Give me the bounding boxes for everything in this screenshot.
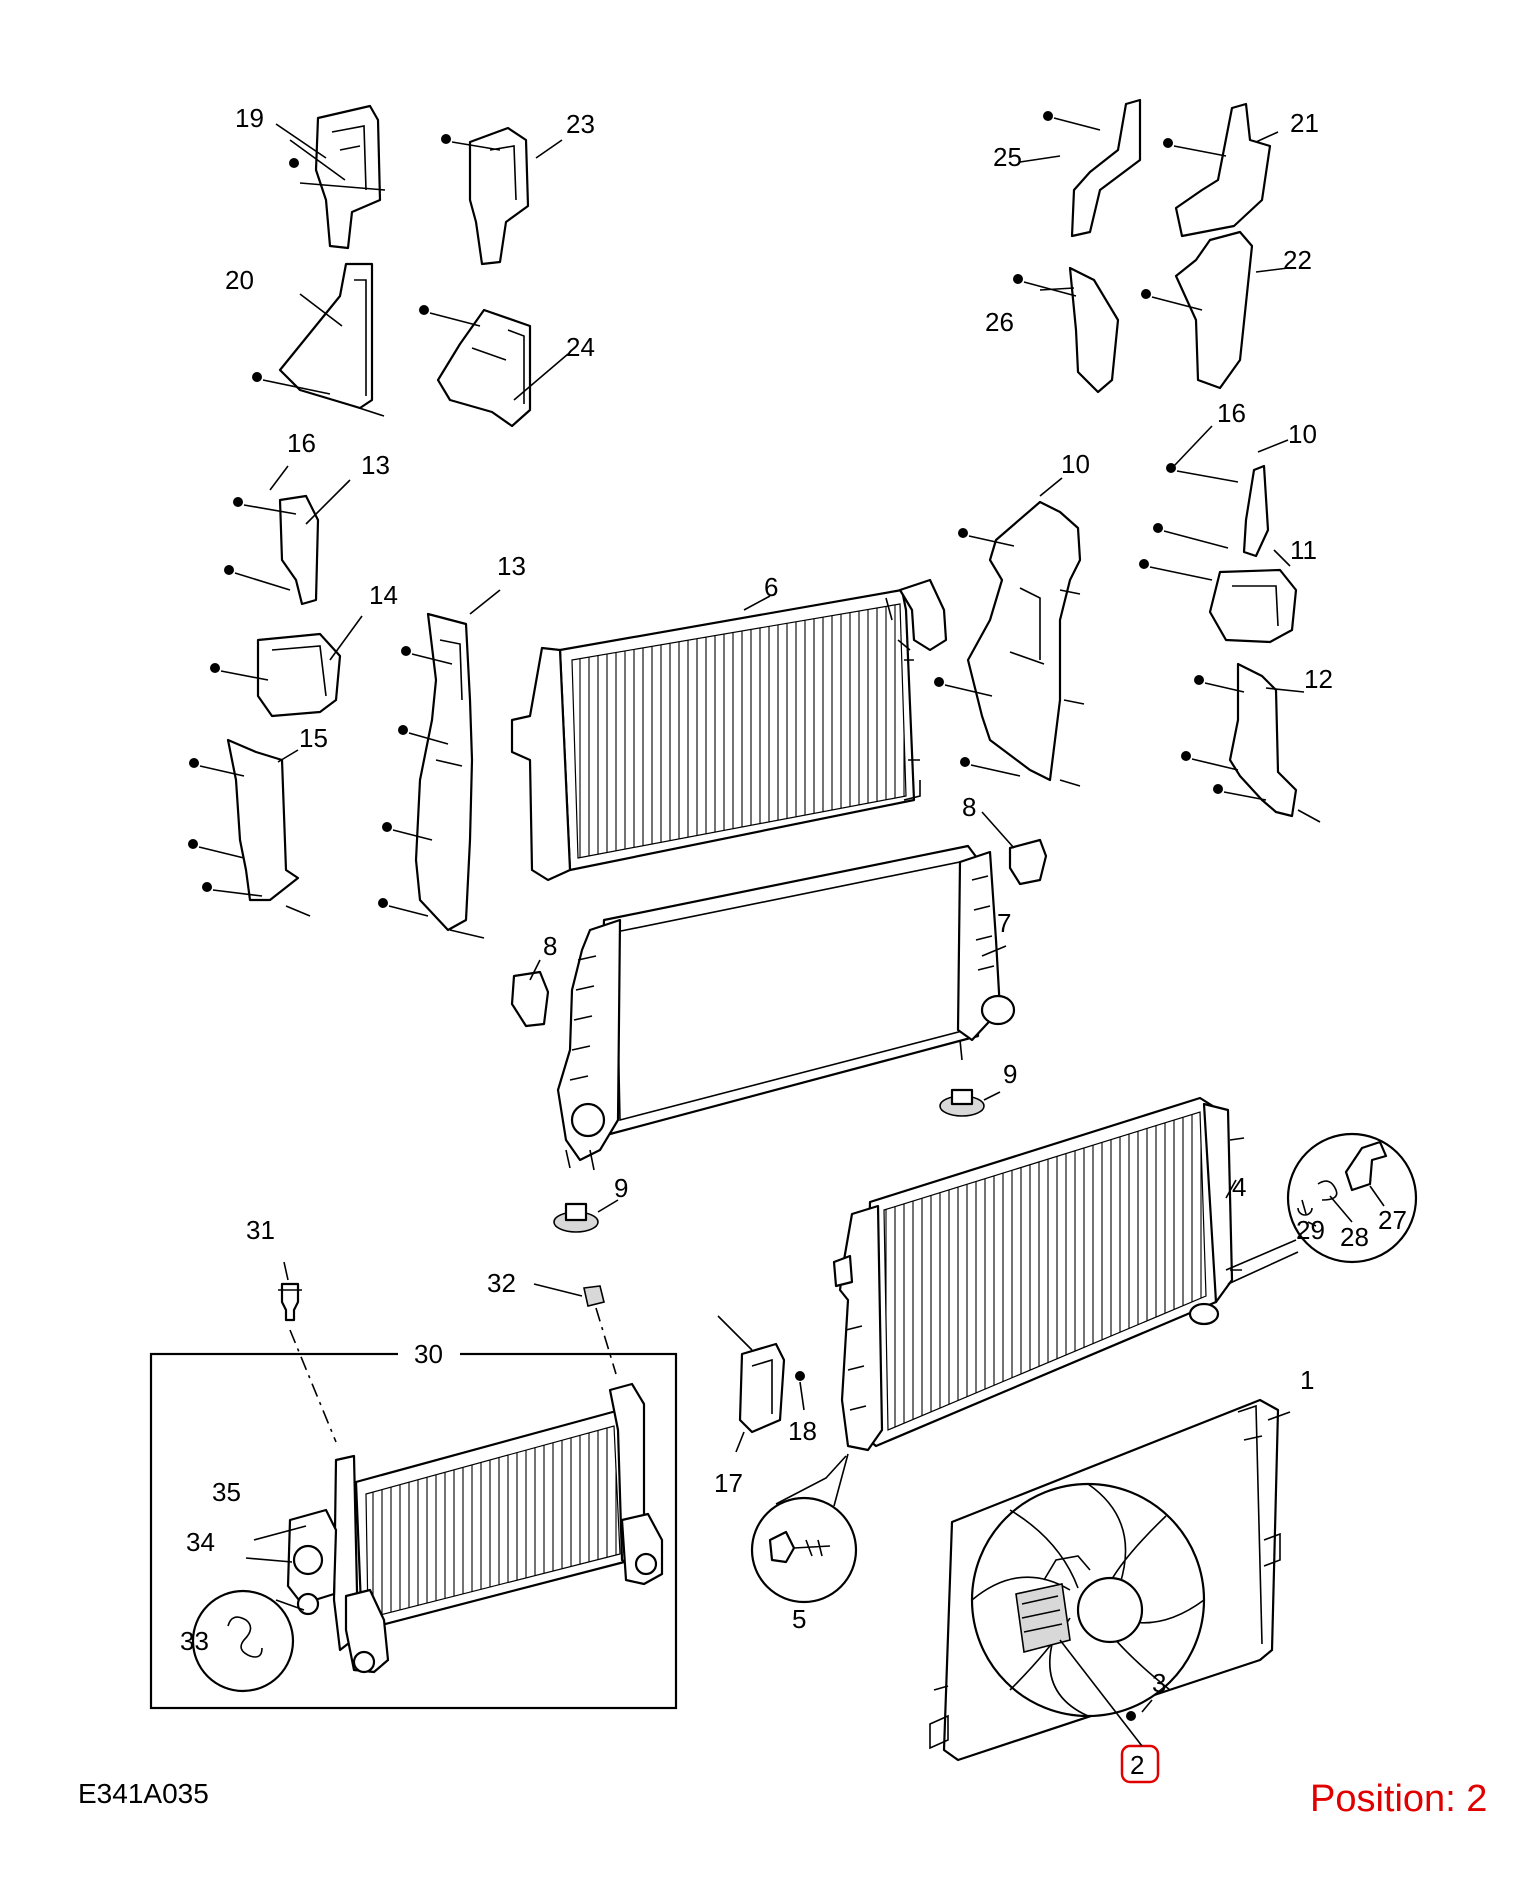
deflector-23: [441, 126, 530, 266]
callout-11: 11: [1290, 535, 1317, 565]
callout-30: 30: [414, 1339, 443, 1369]
callout-3: 3: [1152, 1668, 1166, 1698]
callout-7: 7: [997, 908, 1011, 938]
callout-21: 21: [1290, 108, 1319, 138]
bracket-10-large: [934, 500, 1085, 787]
grommet-9-right: [939, 1088, 1001, 1117]
callout-8-right: 8: [962, 792, 976, 822]
callout-19: 19: [235, 103, 264, 133]
drain-plug-detail-5: [750, 1453, 858, 1604]
callout-8-left: 8: [543, 931, 557, 961]
screw-18: [795, 1371, 805, 1411]
grommet-32: [533, 1283, 617, 1375]
diagram-reference-code: E341A035: [78, 1778, 209, 1809]
callout-5: 5: [792, 1604, 806, 1634]
callout-16-right: 16: [1217, 398, 1246, 428]
callout-17: 17: [714, 1468, 743, 1498]
callout-28: 28: [1340, 1222, 1369, 1252]
condenser-6: [510, 578, 948, 882]
callout-26: 26: [985, 307, 1014, 337]
callout-2: 2: [1130, 1750, 1144, 1780]
callout-14: 14: [369, 580, 398, 610]
bolt-31: [278, 1261, 337, 1443]
callout-13-tall: 13: [497, 551, 526, 581]
callout-31: 31: [246, 1215, 275, 1245]
callout-22: 22: [1283, 245, 1312, 275]
deflector-20: [252, 262, 385, 417]
bracket-10-small: [1153, 463, 1270, 558]
callout-9-right: 9: [1003, 1059, 1017, 1089]
callout-35: 35: [212, 1477, 241, 1507]
callout-25: 25: [993, 142, 1022, 172]
bracket-13-small: [224, 494, 320, 606]
callout-1: 1: [1300, 1365, 1314, 1395]
aux-cooler-box-30: [149, 1342, 678, 1710]
callout-33: 33: [180, 1626, 209, 1656]
callout-10-small: 10: [1288, 419, 1317, 449]
position-label: Position: 2: [1310, 1778, 1488, 1820]
charge-air-cooler-7: [556, 844, 1016, 1171]
callout-27: 27: [1378, 1205, 1407, 1235]
callout-15: 15: [299, 723, 328, 753]
bracket-14: [210, 632, 342, 718]
callout-10-large: 10: [1061, 449, 1090, 479]
sensor-detail-27-28-29: [1225, 1132, 1418, 1285]
clip-8-left: [510, 959, 550, 1028]
radiator-4: [832, 1096, 1245, 1452]
deflector-22: [1141, 230, 1254, 390]
callout-24: 24: [566, 332, 595, 362]
callout-18: 18: [788, 1416, 817, 1446]
callout-6: 6: [764, 572, 778, 602]
bracket-15: [188, 738, 311, 917]
callout-12: 12: [1304, 664, 1333, 694]
callout-23: 23: [566, 109, 595, 139]
callout-29: 29: [1296, 1215, 1325, 1245]
deflector-19: [289, 104, 386, 250]
callout-34: 34: [186, 1527, 215, 1557]
deflector-25: [1043, 98, 1142, 238]
deflector-26: [1013, 266, 1120, 394]
bracket-13-tall: [378, 612, 485, 939]
callout-16-left: 16: [287, 428, 316, 458]
deflector-24: [419, 305, 532, 428]
callout-4: 4: [1232, 1172, 1246, 1202]
callout-32: 32: [487, 1268, 516, 1298]
callout-20: 20: [225, 265, 254, 295]
grommet-9-left: [553, 1199, 619, 1233]
highlight-2: [1059, 1639, 1160, 1784]
module-17: [717, 1315, 786, 1453]
clip-8-right: [981, 811, 1048, 886]
callout-9-left: 9: [614, 1173, 628, 1203]
callout-13-left: 13: [361, 450, 390, 480]
bracket-12: [1181, 662, 1321, 823]
callout-labels: 19 23 20 24 25 21 26 22 16 13 14 15 13 1…: [180, 103, 1407, 1780]
fan-shroud-1: [929, 1398, 1291, 1762]
deflector-21: [1163, 102, 1272, 238]
bracket-11: [1139, 559, 1298, 644]
